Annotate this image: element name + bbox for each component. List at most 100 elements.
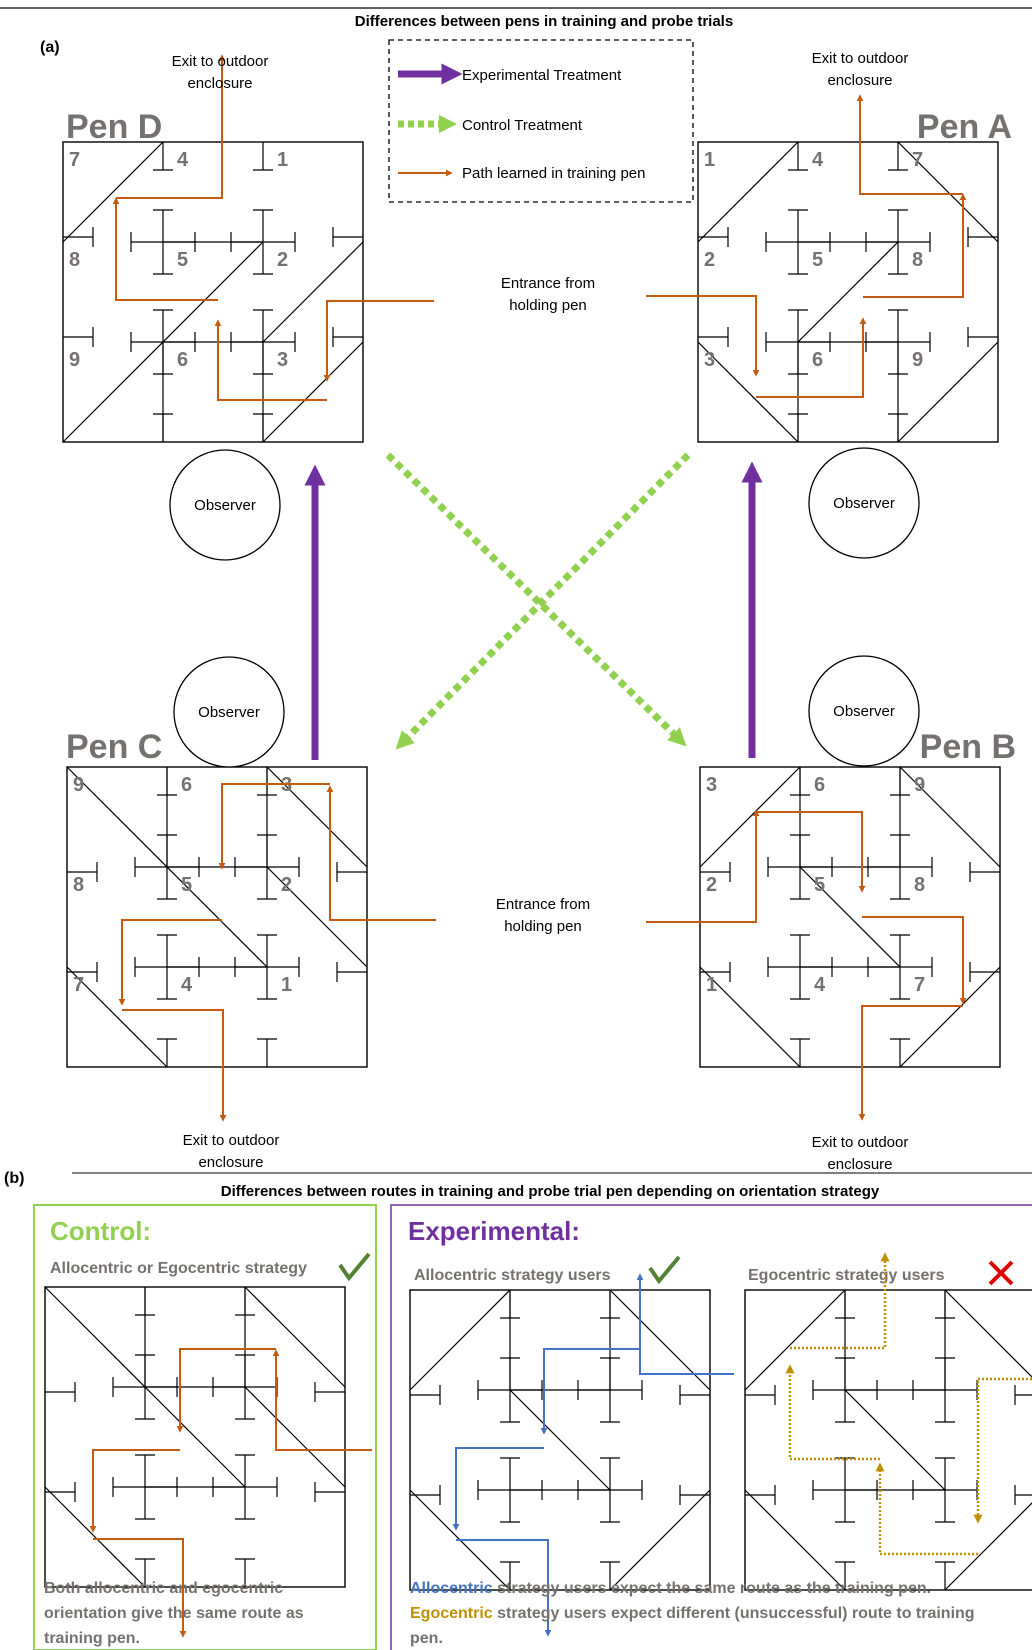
experimental-caption-2-rest: strategy users expect different (unsucce…: [493, 1605, 975, 1622]
pen-section-number: 9: [912, 349, 923, 371]
pen-section-number: 9: [69, 349, 80, 371]
pen-b-path-3: [862, 916, 967, 1005]
pen-section-number: 1: [281, 974, 292, 996]
pen-a-exit-label-1: Exit to outdoor: [812, 50, 909, 67]
control-caption-3: training pen.: [44, 1630, 140, 1647]
allocentric-word: Allocentric: [410, 1580, 493, 1597]
legend-control-label: Control Treatment: [462, 117, 583, 134]
diagonal-wall: [266, 866, 368, 968]
diagonal-wall: [897, 141, 999, 243]
control-arrow-a-to-c: [395, 452, 691, 750]
pen-section-number: 8: [914, 874, 925, 896]
pen-section-number: 4: [812, 149, 824, 171]
pen-d-path: [323, 300, 434, 382]
experimental-caption-1-rest: strategy users expect the same route as …: [493, 1580, 931, 1597]
pen-section-number: 2: [281, 874, 292, 896]
pen-d-exit-label-2: enclosure: [187, 75, 252, 92]
egocentric-path-2: [875, 1462, 978, 1556]
pen-c-exit-label-1: Exit to outdoor: [183, 1132, 280, 1149]
pen-c-path-3: [118, 919, 222, 1006]
allocentric-path: [636, 1273, 734, 1375]
pen-outline: [409, 1289, 711, 1591]
egocentric-subheading: Egocentric strategy users: [748, 1267, 945, 1284]
control-path-3: [89, 1449, 180, 1533]
panel-b-title: Differences between routes in training a…: [221, 1183, 880, 1200]
pen-section-number: 1: [706, 974, 717, 996]
allocentric-path-4: [456, 1539, 552, 1637]
diagonal-wall: [797, 241, 899, 343]
pen-d-exit-label-1: Exit to outdoor: [172, 53, 269, 70]
pen-section-number: 2: [704, 249, 715, 271]
pen-a-observer: [808, 447, 920, 559]
pen-a-path-3: [863, 193, 967, 298]
diagonal-wall: [944, 1289, 1032, 1378]
pen-d-path-3: [112, 197, 218, 301]
pen-outline: [697, 141, 999, 443]
allocentric-subheading: Allocentric strategy users: [414, 1267, 611, 1284]
pen-section-number: 7: [73, 974, 84, 996]
pen-section-number: 8: [73, 874, 84, 896]
pen-section-number: 6: [181, 774, 192, 796]
pen-c-exit-label-2: enclosure: [198, 1154, 263, 1171]
control-heading: Control:: [50, 1216, 151, 1246]
diagonal-wall: [799, 866, 901, 968]
pen-b-observer: [808, 655, 920, 767]
egocentric-word: Egocentric: [410, 1605, 493, 1622]
pen-d-observer-label: Observer: [194, 497, 256, 514]
pen-c-path-4: [122, 1009, 227, 1122]
pen-outline: [699, 766, 1001, 1068]
pen-outline: [44, 1286, 346, 1588]
control-arrow-d-to-b: [385, 452, 687, 747]
pen-d-maze: [62, 141, 364, 443]
allocentric-path-3: [452, 1447, 544, 1531]
pen-section-number: 4: [181, 974, 193, 996]
pen-c-path-2: [218, 783, 330, 870]
pen-b-path-4: [858, 1005, 963, 1121]
control-box: [33, 1204, 377, 1650]
check-icon: [338, 1252, 371, 1282]
pen-section-number: 3: [704, 349, 715, 371]
pen-section-number: 2: [277, 249, 288, 271]
pen-section-number: 7: [912, 149, 923, 171]
pen-b-observer-label: Observer: [833, 703, 895, 720]
pen-a-observer-label: Observer: [833, 495, 895, 512]
diagonal-wall: [66, 966, 168, 1068]
egocentric-path: [973, 1377, 1032, 1524]
control-caption-2: orientation give the same route as: [44, 1605, 304, 1622]
diagonal-wall: [699, 966, 801, 1068]
diagonal-wall: [244, 1386, 346, 1488]
diagonal-wall: [609, 1489, 711, 1591]
allocentric-path-2: [540, 1348, 640, 1435]
diagonal-wall: [899, 766, 1001, 868]
pen-section-number: 6: [814, 774, 825, 796]
egocentric-path-4: [790, 1252, 890, 1350]
pen-section-number: 6: [812, 349, 823, 371]
pen-section-number: 4: [814, 974, 826, 996]
control-caption-1: Both allocentric and egocentric: [44, 1580, 283, 1597]
entrance-label-bottom-1: Entrance from: [496, 896, 590, 913]
experimental-caption-2: Egocentric strategy users expect differe…: [410, 1605, 975, 1622]
pen-c-observer-label: Observer: [198, 704, 260, 721]
pen-section-number: 1: [704, 149, 715, 171]
pen-a-path-4: [856, 94, 963, 195]
pen-section-number: 3: [277, 349, 288, 371]
pen-b-maze: [699, 766, 1001, 1068]
diagonal-wall: [697, 141, 799, 243]
pen-b-exit-label-2: enclosure: [827, 1156, 892, 1173]
pen-b-exit-label-1: Exit to outdoor: [812, 1134, 909, 1151]
diagonal-wall: [744, 1489, 846, 1591]
pen-outline: [66, 766, 368, 1068]
control-panel: Control: Allocentric or Egocentric strat…: [33, 1204, 377, 1650]
pen-section-number: 7: [914, 974, 925, 996]
experimental-panel: Experimental: Allocentric strategy users…: [390, 1204, 1032, 1650]
diagonal-wall: [897, 341, 999, 443]
panel-b-letter: (b): [4, 1170, 24, 1187]
check-icon: [648, 1255, 681, 1285]
experimental-box: [390, 1204, 1032, 1650]
pen-section-number: 7: [69, 149, 80, 171]
pen-b-title: Pen B: [920, 728, 1016, 766]
control-maze: [44, 1286, 346, 1588]
